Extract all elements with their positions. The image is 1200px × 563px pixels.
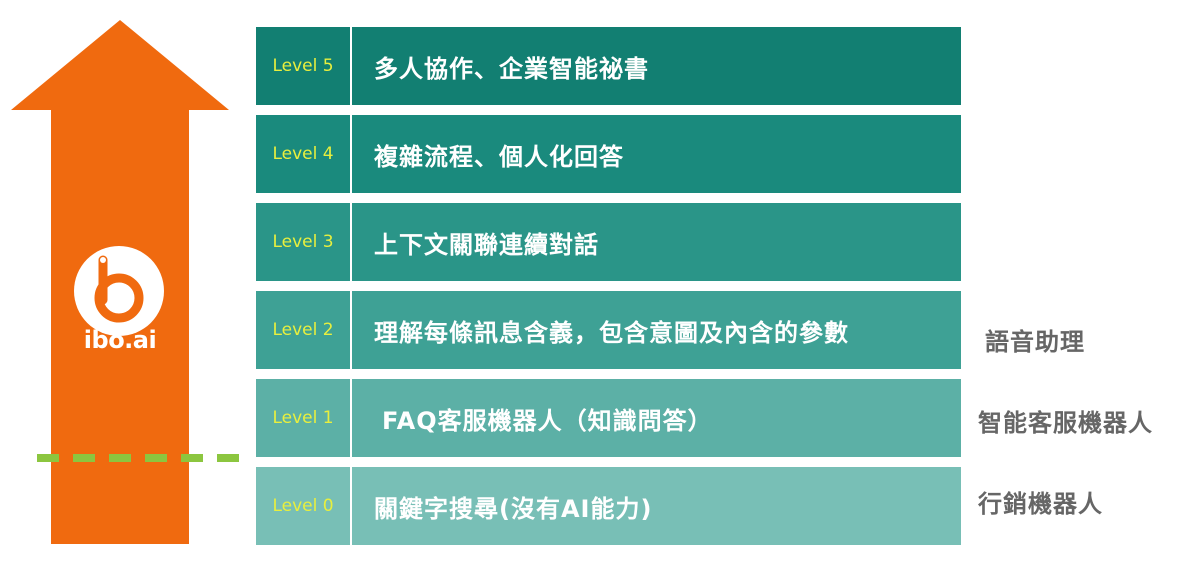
level-row-5: Level 5 多人協作、企業智能祕書 — [256, 27, 961, 105]
level-description: 多人協作、企業智能祕書 — [374, 54, 649, 83]
level-label: Level 4 — [256, 115, 352, 193]
level-label: Level 1 — [256, 379, 352, 457]
level-description: 上下文關聯連續對話 — [374, 230, 599, 259]
level-label: Level 2 — [256, 291, 352, 369]
level-row-0: Level 0 關鍵字搜尋(沒有AI能力) — [256, 467, 961, 545]
side-label-voice-assistant: 語音助理 — [985, 328, 1085, 356]
level-label: Level 3 — [256, 203, 352, 281]
level-row-1: Level 1 FAQ客服機器人（知識問答） — [256, 379, 961, 457]
logo-circle — [74, 246, 164, 336]
level-row-2: Level 2 理解每條訊息含義，包含意圖及內含的參數 — [256, 291, 961, 369]
ibo-logo: ibo.ai — [72, 246, 168, 358]
level-description: 複雜流程、個人化回答 — [374, 142, 624, 171]
level-description: FAQ客服機器人（知識問答） — [382, 406, 713, 435]
logo-b-icon — [94, 255, 144, 323]
level-label: Level 5 — [256, 27, 352, 105]
side-label-marketing-bot: 行銷機器人 — [978, 490, 1103, 518]
side-label-smart-cs-bot: 智能客服機器人 — [978, 409, 1153, 437]
level-description: 理解每條訊息含義，包含意圖及內含的參數 — [374, 318, 849, 347]
logo-text: ibo.ai — [83, 326, 157, 354]
level-description: 關鍵字搜尋(沒有AI能力) — [374, 494, 653, 523]
level-row-4: Level 4 複雜流程、個人化回答 — [256, 115, 961, 193]
level-label: Level 0 — [256, 467, 352, 545]
level-row-3: Level 3 上下文關聯連續對話 — [256, 203, 961, 281]
